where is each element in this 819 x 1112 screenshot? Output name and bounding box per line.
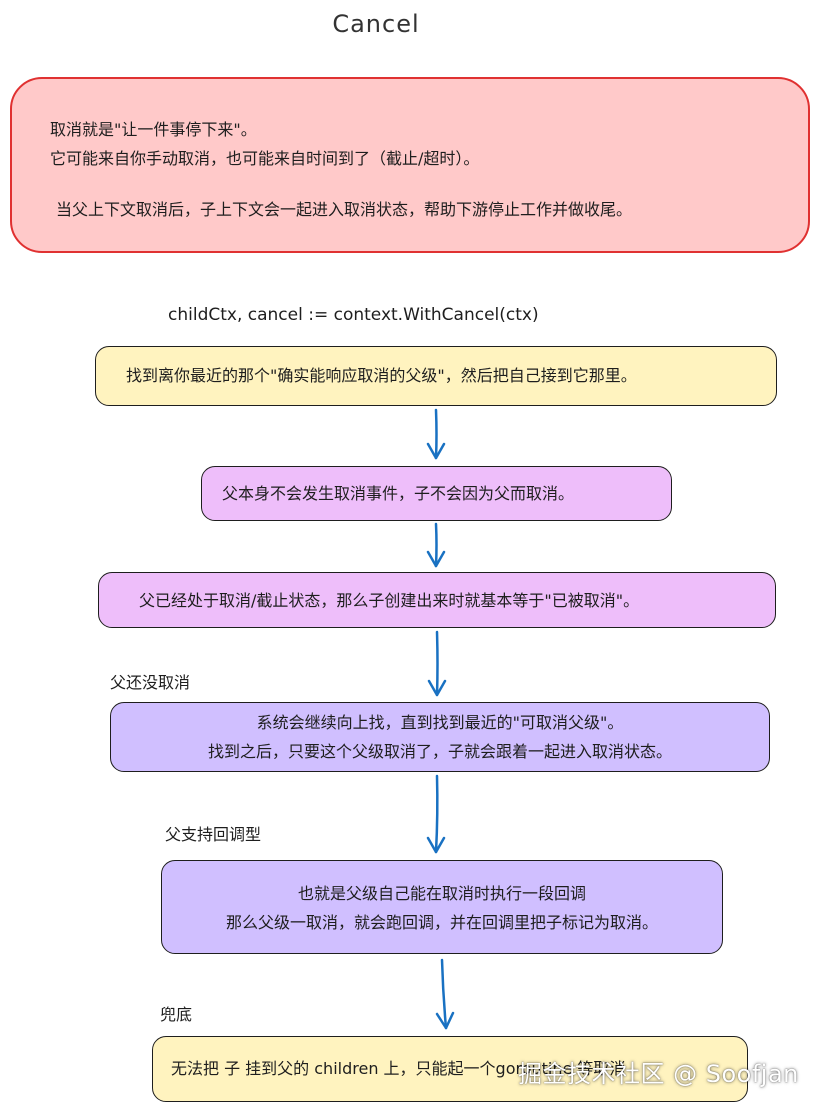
step-box-find-parent: 找到离你最近的那个"确实能响应取消的父级"，然后把自己接到它那里。 <box>95 346 777 406</box>
step-box-callback: 也就是父级自己能在取消时执行一段回调 那么父级一取消，就会跑回调，并在回调里把子… <box>161 860 723 954</box>
step-box-text: 那么父级一取消，就会跑回调，并在回调里把子标记为取消。 <box>225 913 658 932</box>
step-box-search-upward: 系统会继续向上找，直到找到最近的"可取消父级"。 找到之后，只要这个父级取消了，… <box>110 702 770 772</box>
arrow-down-icon <box>426 522 446 568</box>
step-box-text: 无法把 子 挂到父的 children 上，只能起一个goroutine 等取消 <box>171 1059 626 1078</box>
branch-label-parent-not-canceled: 父还没取消 <box>110 673 191 692</box>
branch-label-fallback: 兜底 <box>160 1005 193 1024</box>
step-box-parent-already-canceled: 父已经处于取消/截止状态，那么子创建出来时就基本等于"已被取消"。 <box>98 572 776 628</box>
intro-box: 取消就是"让一件事停下来"。 它可能来自你手动取消，也可能来自时间到了（截止/超… <box>10 77 810 253</box>
intro-line-3: 当父上下文取消后，子上下文会一起进入取消状态，帮助下游停止工作并做收尾。 <box>56 200 633 219</box>
arrow-down-icon <box>426 408 446 460</box>
watermark: 掘金技术社区 @ Soofjan <box>518 1060 799 1088</box>
step-box-fallback-goroutine: 无法把 子 挂到父的 children 上，只能起一个goroutine 等取消 <box>152 1036 748 1102</box>
diagram-title: Cancel <box>332 10 420 38</box>
step-box-text: 也就是父级自己能在取消时执行一段回调 <box>297 884 586 903</box>
intro-line-1: 取消就是"让一件事停下来"。 <box>50 120 257 139</box>
branch-label-callback-parent: 父支持回调型 <box>165 825 262 844</box>
intro-line-2: 它可能来自你手动取消，也可能来自时间到了（截止/超时）。 <box>50 149 480 168</box>
step-box-text: 找到之后，只要这个父级取消了，子就会跟着一起进入取消状态。 <box>207 742 672 761</box>
step-box-text: 父已经处于取消/截止状态，那么子创建出来时就基本等于"已被取消"。 <box>139 591 640 610</box>
code-label: childCtx, cancel := context.WithCancel(c… <box>168 305 539 325</box>
step-box-text: 找到离你最近的那个"确实能响应取消的父级"，然后把自己接到它那里。 <box>126 366 637 385</box>
step-box-text: 系统会继续向上找，直到找到最近的"可取消父级"。 <box>256 713 624 732</box>
arrow-down-icon <box>435 958 455 1030</box>
arrow-down-icon <box>427 630 447 697</box>
step-box-text: 父本身不会发生取消事件，子不会因为父而取消。 <box>222 484 575 503</box>
arrow-down-icon <box>426 774 446 854</box>
step-box-parent-never-cancels: 父本身不会发生取消事件，子不会因为父而取消。 <box>201 466 672 521</box>
